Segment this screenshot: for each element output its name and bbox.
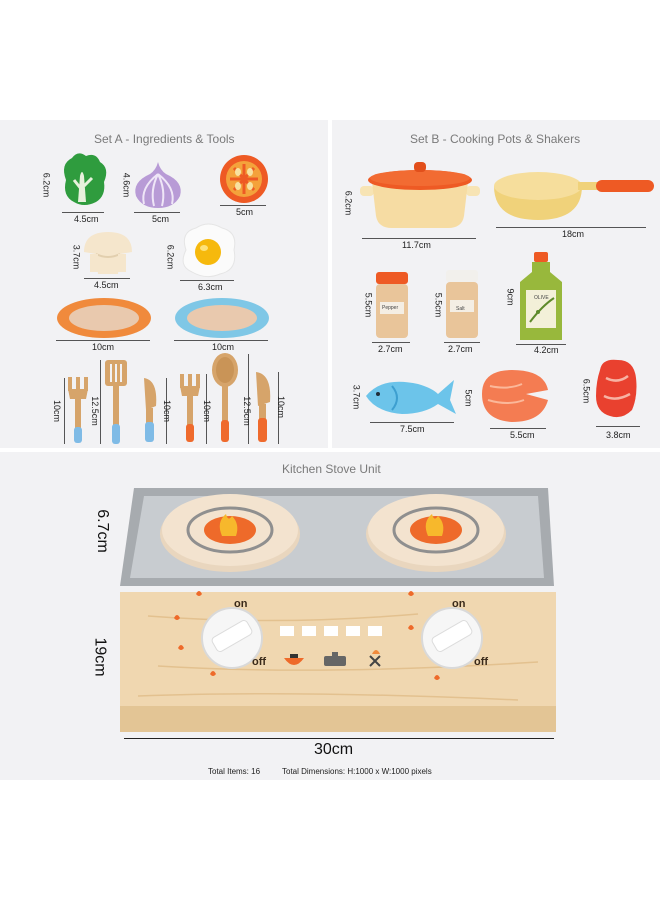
stove-image: [120, 488, 556, 732]
knife-orange-image: [256, 372, 271, 442]
lettuce-width-line: [62, 212, 104, 213]
salt-label: Salt: [456, 306, 465, 312]
egg-image: [182, 223, 236, 278]
utensil-line-2: [100, 360, 101, 444]
fish-image: [366, 380, 456, 414]
total-dimensions: Total Dimensions: H:1000 x W:1000 pixels: [282, 767, 432, 776]
pepper-shaker-image: [376, 272, 408, 338]
tomato-width: 5cm: [236, 207, 254, 217]
fish-height: 3.7cm: [351, 384, 362, 410]
salmon-width: 5.5cm: [510, 430, 535, 440]
set-a-title: Set A - Ingredients & Tools: [94, 132, 235, 146]
plate-orange-width-line: [56, 340, 150, 341]
plate-orange-width: 10cm: [92, 342, 115, 352]
pepper-width: 2.7cm: [378, 344, 403, 354]
plate-orange-image: [57, 298, 151, 338]
pepper-height: 5.5cm: [363, 292, 374, 318]
pot-width: 11.7cm: [402, 240, 431, 250]
olive-width: 4.2cm: [534, 345, 559, 355]
steak-height: 6.5cm: [581, 378, 592, 404]
pan-width: 18cm: [562, 229, 585, 239]
egg-width: 6.3cm: [198, 282, 223, 292]
salt-shaker-image: [446, 270, 478, 338]
egg-width-line: [180, 280, 234, 281]
utensil-line-5: [248, 354, 249, 444]
lettuce-image: [64, 153, 107, 205]
lettuce-width: 4.5cm: [74, 214, 99, 224]
stove-width: 30cm: [314, 741, 354, 758]
set-b-title: Set B - Cooking Pots & Shakers: [410, 132, 581, 146]
salt-width-line: [444, 342, 480, 343]
total-items: Total Items: 16: [208, 767, 261, 776]
plate-blue-width-line: [174, 340, 268, 341]
salt-height: 5.5cm: [433, 292, 444, 318]
utensil-dim-5: 12.5cm: [241, 396, 252, 426]
fork-orange-image: [180, 374, 200, 442]
knob-left-on-label: on: [234, 598, 248, 610]
olive-height: 9cm: [505, 288, 516, 306]
mushroom-width-line: [84, 278, 130, 279]
pan-width-line: [496, 227, 646, 228]
salmon-width-line: [490, 428, 546, 429]
lettuce-height: 6.2cm: [41, 172, 52, 198]
mushroom-width: 4.5cm: [94, 280, 119, 290]
mushroom-height: 3.7cm: [71, 244, 82, 270]
utensil-dim-1: 10cm: [52, 399, 63, 423]
utensil-line-1: [64, 378, 65, 444]
knob-left-off-label: off: [252, 656, 267, 668]
pot-height: 6.2cm: [343, 190, 354, 216]
knob-right-off-label: off: [474, 656, 489, 668]
plate-blue-image: [175, 298, 269, 338]
stove-width-line: [124, 738, 554, 739]
tomato-image: [220, 155, 268, 203]
pepper-width-line: [372, 342, 410, 343]
utensil-dim-3: 10cm: [162, 399, 173, 423]
fork-blue-image: [68, 377, 88, 443]
steak-image: [596, 359, 637, 418]
utensil-dim-4: 10cm: [202, 399, 213, 423]
salmon-height: 5cm: [463, 389, 474, 407]
olive-label: OLIVE: [534, 295, 549, 301]
pot-image: [360, 162, 480, 228]
knife-blue-image: [144, 378, 157, 442]
utensil-line-3: [166, 378, 167, 444]
onion-height: 4.6cm: [121, 172, 132, 198]
pepper-label: Pepper: [382, 305, 399, 311]
tomato-width-line: [220, 205, 266, 206]
fish-width: 7.5cm: [400, 424, 425, 434]
onion-image: [135, 162, 181, 208]
utensil-dim-2: 12.5cm: [89, 396, 100, 426]
mushroom-image: [84, 232, 132, 274]
egg-height: 6.2cm: [165, 244, 176, 270]
stove-body-height: 19cm: [91, 637, 109, 677]
pan-image: [494, 172, 654, 220]
stove-top-height: 6.7cm: [93, 509, 111, 553]
steak-width-line: [596, 426, 640, 427]
utensil-dim-6: 10cm: [276, 395, 287, 419]
knob-right-on-label: on: [452, 598, 466, 610]
salt-width: 2.7cm: [448, 344, 473, 354]
plate-blue-width: 10cm: [212, 342, 235, 352]
pot-width-line: [362, 238, 476, 239]
utensil-line-4: [206, 374, 207, 444]
onion-width-line: [134, 212, 180, 213]
olive-width-line: [516, 344, 566, 345]
salmon-image: [482, 370, 548, 422]
olive-oil-image: [520, 252, 562, 340]
fish-width-line: [370, 422, 454, 423]
onion-width: 5cm: [152, 214, 170, 224]
spatula-blue-image: [105, 360, 127, 444]
steak-width: 3.8cm: [606, 430, 631, 440]
stove-title: Kitchen Stove Unit: [282, 462, 381, 476]
spoon-orange-image: [212, 353, 238, 442]
utensil-line-6: [278, 372, 279, 444]
